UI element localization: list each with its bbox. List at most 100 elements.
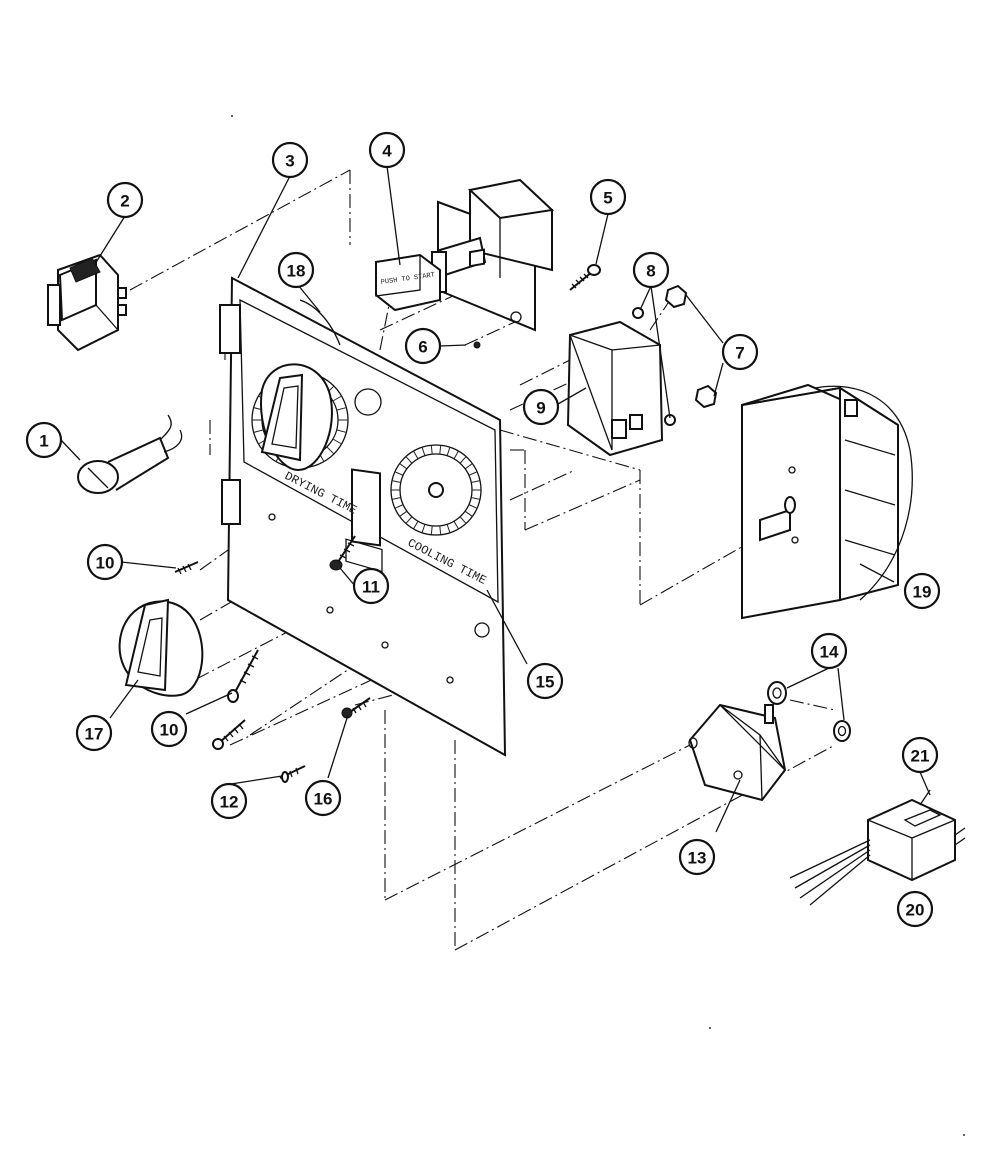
cooling-time-dial <box>390 444 482 536</box>
dial-tick <box>391 480 401 484</box>
callout-12: 12 <box>210 782 248 820</box>
dial-tick <box>421 447 426 456</box>
callout-10: 10 <box>86 543 124 581</box>
callout-10: 10 <box>150 710 188 748</box>
dial-tick <box>459 456 467 464</box>
svg-text:10: 10 <box>96 554 115 573</box>
svg-text:7: 7 <box>735 344 744 363</box>
callout-2: 2 <box>106 181 144 219</box>
dial-tick <box>421 524 426 533</box>
part-1-indicator-lamp <box>77 414 183 494</box>
callout-11: 11 <box>352 567 390 605</box>
svg-text:9: 9 <box>536 399 545 418</box>
callout-16: 16 <box>304 779 342 817</box>
part-5-screw <box>569 264 601 291</box>
dial-tick <box>394 504 404 509</box>
svg-text:6: 6 <box>418 338 427 357</box>
svg-text:1: 1 <box>39 432 48 451</box>
speck <box>231 115 233 117</box>
part-11-screw <box>329 535 356 571</box>
callout-14: 14 <box>810 632 848 670</box>
callout-7: 7 <box>721 333 759 371</box>
svg-text:14: 14 <box>820 643 839 662</box>
dial-tick <box>391 496 401 500</box>
svg-text:17: 17 <box>85 725 104 744</box>
dial-tick <box>405 456 413 464</box>
callout-6: 6 <box>404 327 442 365</box>
dial-tick <box>439 445 442 455</box>
dial-tick <box>399 510 408 517</box>
part-2-rocker-switch <box>47 253 127 352</box>
callout-4: 4 <box>368 131 406 169</box>
svg-text:2: 2 <box>120 192 129 211</box>
callout-3: 3 <box>271 141 309 179</box>
dial-tick <box>336 429 347 433</box>
part-9-relay <box>566 320 664 457</box>
dial-tick <box>413 520 419 530</box>
callout-17: 17 <box>75 714 113 752</box>
part-17-knob <box>118 598 204 697</box>
svg-text:12: 12 <box>220 793 239 812</box>
callout-21: 21 <box>901 736 939 774</box>
dial-tick <box>439 525 442 535</box>
dial-tick <box>332 395 342 402</box>
leader-lines <box>60 165 931 833</box>
svg-text:8: 8 <box>646 262 655 281</box>
callout-15: 15 <box>526 662 564 700</box>
callout-18: 18 <box>277 251 315 289</box>
svg-text:3: 3 <box>285 152 294 171</box>
part-14-grommets <box>767 681 851 742</box>
callout-20: 20 <box>896 890 934 928</box>
part-6-clip <box>469 248 485 349</box>
callout-13: 13 <box>678 838 716 876</box>
svg-text:20: 20 <box>906 901 925 920</box>
dial-tick <box>453 450 459 460</box>
part-20-connector <box>789 789 966 906</box>
dial-tick <box>459 516 467 524</box>
dial-tick <box>405 516 413 524</box>
svg-text:21: 21 <box>911 747 930 766</box>
svg-text:10: 10 <box>160 721 179 740</box>
part-12-screws <box>212 719 306 783</box>
dial-tick <box>464 510 473 517</box>
svg-text:16: 16 <box>314 790 333 809</box>
part-16-screw <box>341 697 371 719</box>
svg-text:13: 13 <box>688 849 707 868</box>
part-13-buzzer <box>688 703 787 802</box>
svg-text:5: 5 <box>603 189 612 208</box>
dial-tick <box>332 438 342 445</box>
part-10-screws <box>174 561 259 703</box>
dial-tick <box>471 496 481 500</box>
svg-text:11: 11 <box>362 578 380 597</box>
callout-19: 19 <box>903 572 941 610</box>
part-8-lock-washers <box>632 307 676 426</box>
dial-tick <box>464 463 473 470</box>
part-4-start-switch: PUSH TO START <box>375 178 555 332</box>
callout-8: 8 <box>632 251 670 289</box>
callout-9: 9 <box>522 388 560 426</box>
dial-tick <box>413 450 419 460</box>
dial-tick <box>446 524 451 533</box>
dial-tick <box>326 446 335 455</box>
part-7-hex-nuts <box>664 284 718 409</box>
dial-tick <box>430 445 433 455</box>
dial-tick <box>471 480 481 484</box>
dial-tick <box>336 407 347 411</box>
callout-5: 5 <box>589 178 627 216</box>
part-18-timer-knob <box>260 299 341 472</box>
part-19-timer-motor <box>741 383 913 620</box>
speck <box>709 1027 711 1029</box>
dial-tick <box>399 463 408 470</box>
svg-text:4: 4 <box>382 142 392 161</box>
speck <box>963 1134 965 1136</box>
dial-tick <box>253 429 264 433</box>
dial-tick <box>453 520 459 530</box>
dial-tick <box>468 471 478 476</box>
svg-text:15: 15 <box>536 673 555 692</box>
dial-tick <box>446 447 451 456</box>
dial-tick <box>430 525 433 535</box>
callout-1: 1 <box>25 421 63 459</box>
dial-tick <box>468 504 478 509</box>
svg-text:18: 18 <box>287 262 306 281</box>
